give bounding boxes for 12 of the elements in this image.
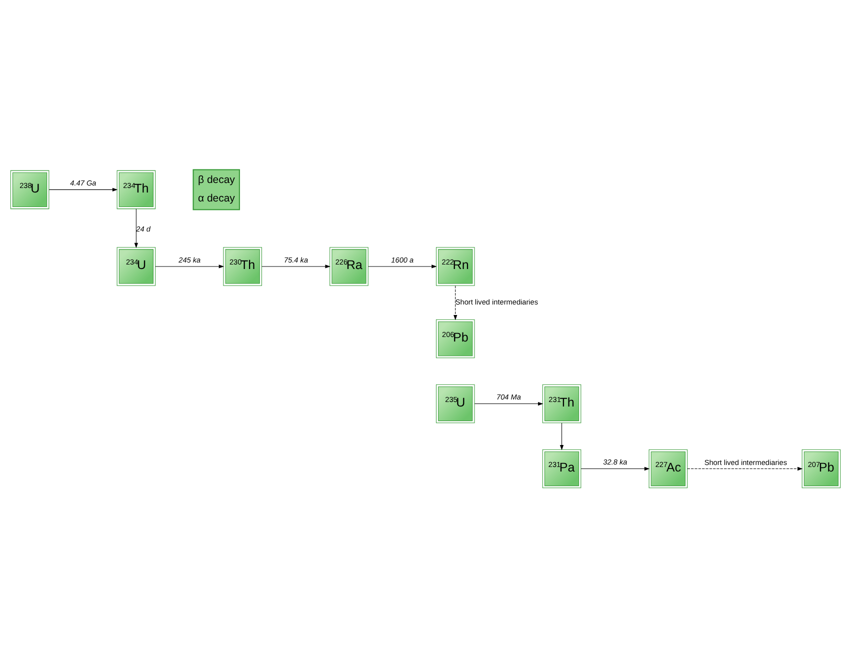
- arrow: [155, 264, 224, 268]
- arrow: [560, 422, 564, 450]
- legend-label: α decay: [198, 194, 235, 205]
- arrow: [134, 208, 138, 248]
- arrow: [48, 188, 118, 192]
- arrow: [474, 402, 544, 406]
- arrow: [580, 466, 650, 471]
- arrow: [368, 264, 437, 268]
- arrow: [454, 285, 458, 320]
- legend-label: β decay: [198, 174, 235, 186]
- arrow: [687, 466, 803, 471]
- arrow: [262, 264, 330, 268]
